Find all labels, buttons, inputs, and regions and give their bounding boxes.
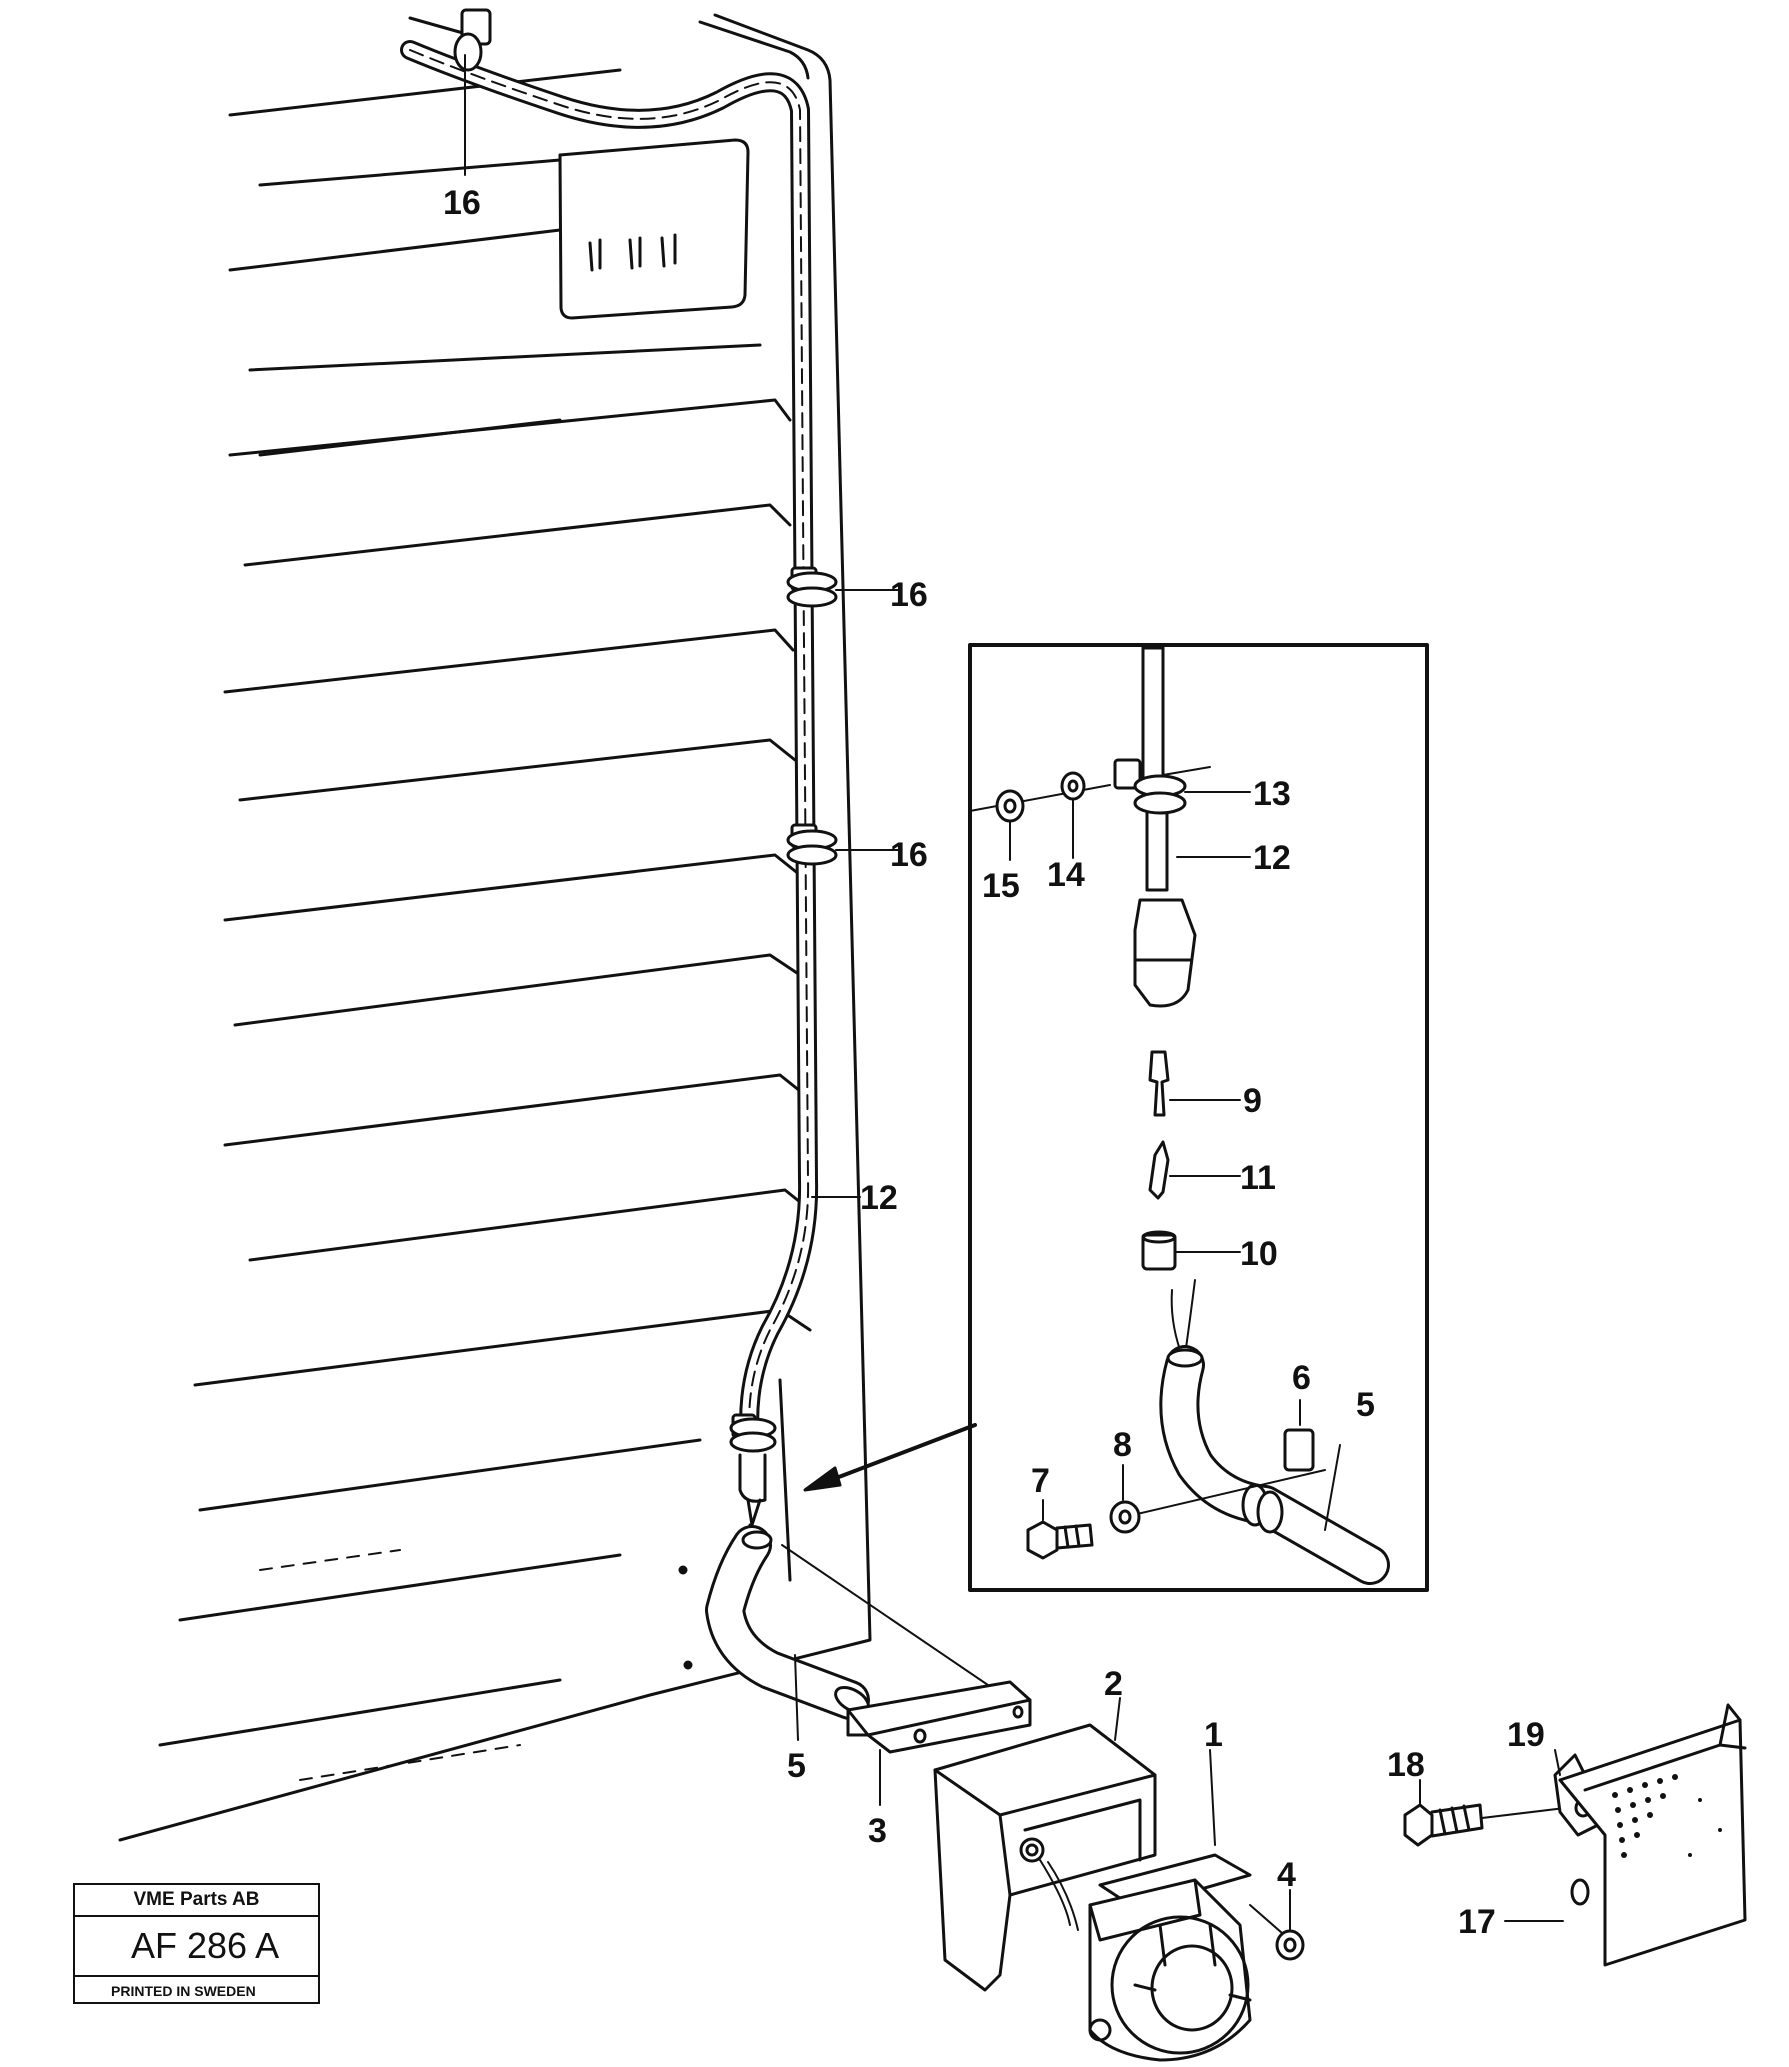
washer-4 [1275,1889,1305,1961]
stamp-code: AF 286 A [75,1917,318,1977]
inset-sleeve-10 [1141,1230,1241,1356]
callout-3: 3 [868,1812,887,1850]
callout-6: 6 [1292,1359,1311,1397]
inset-washer-8 [1109,1464,1141,1534]
callout-13: 13 [1253,775,1291,813]
stamp-printed: PRINTED IN SWEDEN [111,1983,256,1999]
cover-17 [1504,1703,1747,1967]
clip-16-upper [786,566,901,608]
callout-18: 18 [1387,1746,1425,1784]
inset-pin-9 [1148,1050,1241,1117]
callout-15: 15 [982,867,1020,905]
callout-9: 9 [1243,1082,1262,1120]
callout-10: 10 [1240,1235,1278,1273]
buzzer-1 [1088,1749,1291,2062]
clip-16-lower [786,823,901,866]
callout-17: 17 [1458,1903,1496,1941]
hose-5 [705,1525,870,1741]
inset-terminal-11 [1148,1140,1241,1200]
callout-16-lower: 16 [890,836,928,874]
callout-5: 5 [787,1747,806,1785]
cable-connector [729,1413,777,1557]
stamp-company: VME Parts AB [75,1885,318,1917]
bracket-3 [846,1680,1032,1806]
callout-16-top: 16 [443,184,481,222]
inset-bolt-7 [1026,1499,1094,1560]
callout-8: 8 [1113,1426,1132,1464]
callout-2: 2 [1104,1665,1123,1703]
cable-harness-12 [400,40,819,1450]
inset-clip-6 [1241,1399,1315,1534]
callout-12: 12 [860,1179,898,1217]
publisher-stamp: VME Parts AB AF 286 A PRINTED IN SWEDEN [73,1883,320,2004]
callout-5-inset: 5 [1356,1386,1375,1424]
callout-14: 14 [1047,856,1085,894]
inset-washer-14 [1060,771,1086,859]
clip-16-top [453,8,492,176]
detail-arrow [803,1423,977,1492]
bolt-18 [1403,1779,1484,1847]
callout-19: 19 [1507,1716,1545,1754]
callout-7: 7 [1031,1462,1050,1500]
callout-11: 11 [1240,1159,1276,1197]
callout-1: 1 [1204,1716,1223,1754]
inset-detail-frame [968,643,1429,1592]
callout-12-inset: 12 [1253,839,1291,877]
callout-16-upper: 16 [890,576,928,614]
inset-clip-13 [1113,758,1251,815]
inset-nut-15 [995,789,1025,861]
inset-cable-12 [1133,646,1251,1008]
cover-2 [933,1697,1157,1992]
callout-4: 4 [1277,1856,1296,1894]
